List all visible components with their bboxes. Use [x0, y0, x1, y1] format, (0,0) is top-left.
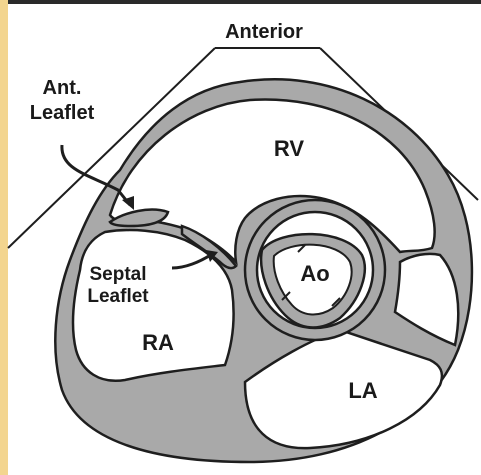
anterior-label: Anterior: [225, 21, 303, 43]
septal-leaflet-label-line2: Leaflet: [87, 286, 149, 307]
ra-label: RA: [142, 330, 174, 355]
rv-label: RV: [274, 136, 304, 161]
la-label: LA: [348, 378, 377, 403]
septal-leaflet-label-line1: Septal: [89, 264, 146, 285]
ao-label: Ao: [300, 261, 329, 286]
ant-leaflet-label-line2: Leaflet: [30, 102, 95, 124]
ant-leaflet-label-line1: Ant.: [43, 77, 82, 99]
